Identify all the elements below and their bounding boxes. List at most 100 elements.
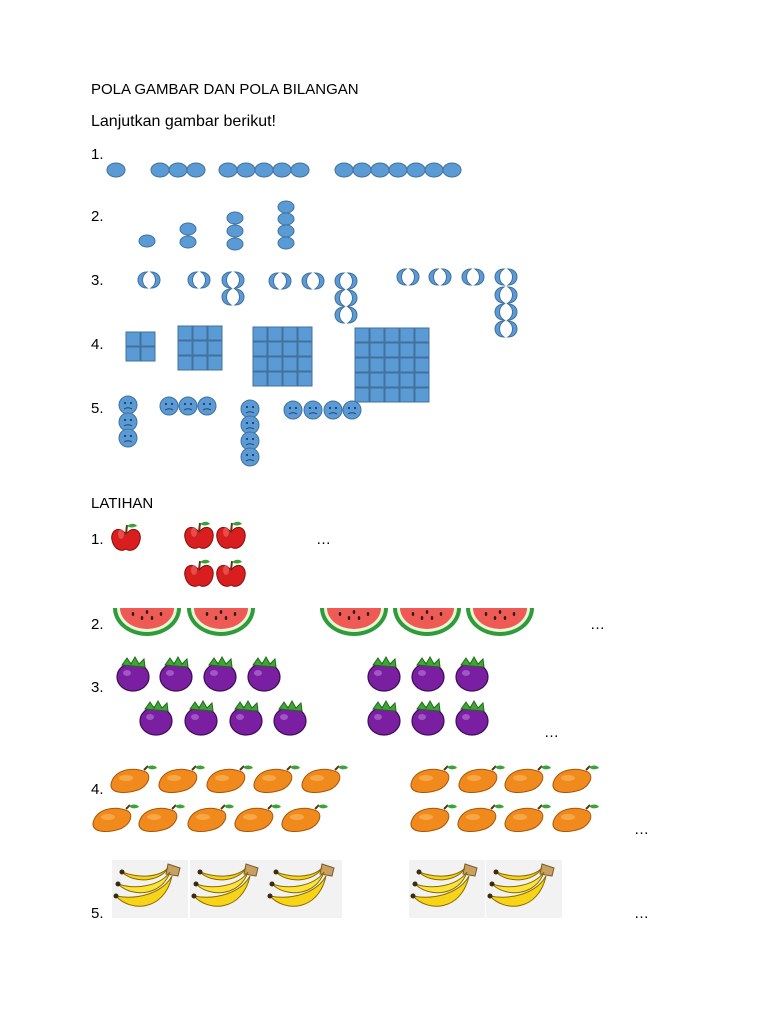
pattern4-tile-g2-r1c1 bbox=[177, 325, 193, 341]
pattern3-crescent-g2-3 bbox=[221, 288, 245, 306]
page-title: POLA GAMBAR DAN POLA BILANGAN bbox=[91, 81, 359, 98]
pattern4-tile-g4-r4c1 bbox=[354, 372, 370, 388]
pattern2-oval-g2-2 bbox=[179, 235, 197, 249]
pattern3-crescent-g2-1 bbox=[187, 271, 211, 289]
exercise-blank-5: … bbox=[634, 905, 649, 922]
pattern5-face-g1-1 bbox=[118, 395, 138, 415]
pattern-number-5: 5. bbox=[91, 400, 104, 417]
mango-g1-3 bbox=[205, 764, 254, 794]
pattern5-face-g3-1 bbox=[240, 399, 260, 419]
pattern4-tile-g2-r2c3 bbox=[207, 340, 223, 356]
pattern4-tile-g4-r1c3 bbox=[384, 327, 400, 343]
pattern4-tile-g4-r2c3 bbox=[384, 342, 400, 358]
mango-g1-2 bbox=[157, 764, 206, 794]
pattern3-crescent-g4-5 bbox=[494, 286, 518, 304]
pattern4-tile-g4-r3c4 bbox=[399, 357, 415, 373]
mangosteen-g2-3 bbox=[455, 656, 489, 692]
mango-g2-8 bbox=[551, 803, 600, 833]
exercise-blank-2: … bbox=[590, 616, 605, 633]
pattern4-tile-g4-r2c1 bbox=[354, 342, 370, 358]
pattern1-oval-g3-3 bbox=[254, 162, 274, 178]
pattern-number-4: 4. bbox=[91, 336, 104, 353]
pattern4-tile-g3-r2c4 bbox=[297, 341, 313, 357]
pattern4-tile-g2-r3c3 bbox=[207, 355, 223, 371]
pattern2-oval-g4-1 bbox=[277, 200, 295, 214]
pattern4-tile-g4-r5c4 bbox=[399, 387, 415, 403]
mangosteen-g1-2 bbox=[159, 656, 193, 692]
mangosteen-g2-1 bbox=[367, 656, 401, 692]
mangosteen-g1-7 bbox=[229, 700, 263, 736]
pattern2-oval-g3-2 bbox=[226, 224, 244, 238]
pattern1-oval-g2-2 bbox=[168, 162, 188, 178]
pattern5-face-g4-2 bbox=[303, 400, 323, 420]
pattern4-tile-g3-r1c2 bbox=[267, 326, 283, 342]
pattern4-tile-g4-r4c4 bbox=[399, 372, 415, 388]
pattern3-crescent-g4-2 bbox=[428, 268, 452, 286]
pattern4-tile-g3-r4c1 bbox=[252, 371, 268, 387]
pattern5-face-g4-1 bbox=[283, 400, 303, 420]
pattern3-crescent-g3-2 bbox=[301, 272, 325, 290]
pattern3-crescent-g1-1 bbox=[137, 271, 161, 289]
watermelon-g2-3 bbox=[466, 608, 534, 636]
mangosteen-g1-8 bbox=[273, 700, 307, 736]
mango-g2-4 bbox=[551, 764, 600, 794]
exercise-blank-4: … bbox=[634, 821, 649, 838]
pattern4-tile-g3-r3c2 bbox=[267, 356, 283, 372]
pattern4-tile-g1-r2c1 bbox=[125, 346, 141, 362]
mango-g2-3 bbox=[503, 764, 552, 794]
pattern4-tile-g4-r4c5 bbox=[414, 372, 430, 388]
pattern5-face-g1-3 bbox=[118, 428, 138, 448]
pattern1-oval-g3-4 bbox=[272, 162, 292, 178]
apple-g2-1 bbox=[183, 520, 215, 550]
pattern1-oval-g4-5 bbox=[406, 162, 426, 178]
pattern-number-2: 2. bbox=[91, 208, 104, 225]
pattern3-crescent-g4-1 bbox=[396, 268, 420, 286]
pattern4-tile-g4-r2c2 bbox=[369, 342, 385, 358]
mangosteen-g2-2 bbox=[411, 656, 445, 692]
exercise-heading: LATIHAN bbox=[91, 495, 154, 512]
pattern4-tile-g3-r4c3 bbox=[282, 371, 298, 387]
pattern1-oval-g4-4 bbox=[388, 162, 408, 178]
pattern3-crescent-g4-3 bbox=[461, 268, 485, 286]
pattern4-tile-g4-r1c4 bbox=[399, 327, 415, 343]
banana-g2-2 bbox=[485, 859, 563, 919]
mango-g1-1 bbox=[109, 764, 158, 794]
pattern4-tile-g3-r1c1 bbox=[252, 326, 268, 342]
pattern5-face-g4-4 bbox=[342, 400, 362, 420]
pattern1-oval-g4-1 bbox=[334, 162, 354, 178]
apple-g1-1 bbox=[110, 522, 142, 552]
pattern4-tile-g4-r3c5 bbox=[414, 357, 430, 373]
pattern3-crescent-g2-2 bbox=[221, 271, 245, 289]
pattern4-tile-g4-r5c1 bbox=[354, 387, 370, 403]
pattern1-oval-g4-3 bbox=[370, 162, 390, 178]
mangosteen-g1-6 bbox=[184, 700, 218, 736]
pattern4-tile-g3-r3c1 bbox=[252, 356, 268, 372]
pattern5-face-g3-4 bbox=[240, 447, 260, 467]
pattern4-tile-g2-r1c3 bbox=[207, 325, 223, 341]
mango-g1-10 bbox=[280, 803, 329, 833]
mangosteen-g1-1 bbox=[116, 656, 150, 692]
exercise-number-5: 5. bbox=[91, 905, 104, 922]
mango-g2-1 bbox=[409, 764, 458, 794]
pattern1-oval-g4-7 bbox=[442, 162, 462, 178]
exercise-blank-3: … bbox=[544, 724, 559, 741]
pattern3-crescent-g4-6 bbox=[494, 303, 518, 321]
pattern4-tile-g4-r3c3 bbox=[384, 357, 400, 373]
pattern3-crescent-g3-5 bbox=[334, 306, 358, 324]
mangosteen-g1-3 bbox=[203, 656, 237, 692]
pattern4-tile-g4-r4c2 bbox=[369, 372, 385, 388]
pattern5-face-g2-2 bbox=[178, 396, 198, 416]
pattern4-tile-g2-r2c2 bbox=[192, 340, 208, 356]
pattern4-tile-g2-r2c1 bbox=[177, 340, 193, 356]
pattern4-tile-g4-r5c5 bbox=[414, 387, 430, 403]
pattern2-oval-g3-3 bbox=[226, 237, 244, 251]
pattern4-tile-g3-r1c4 bbox=[297, 326, 313, 342]
pattern4-tile-g3-r2c3 bbox=[282, 341, 298, 357]
pattern4-tile-g2-r3c1 bbox=[177, 355, 193, 371]
pattern-shapes bbox=[106, 162, 518, 467]
pattern3-crescent-g3-4 bbox=[334, 289, 358, 307]
mangosteen-g2-5 bbox=[411, 700, 445, 736]
pattern4-tile-g2-r3c2 bbox=[192, 355, 208, 371]
banana-g1-2 bbox=[189, 859, 267, 919]
